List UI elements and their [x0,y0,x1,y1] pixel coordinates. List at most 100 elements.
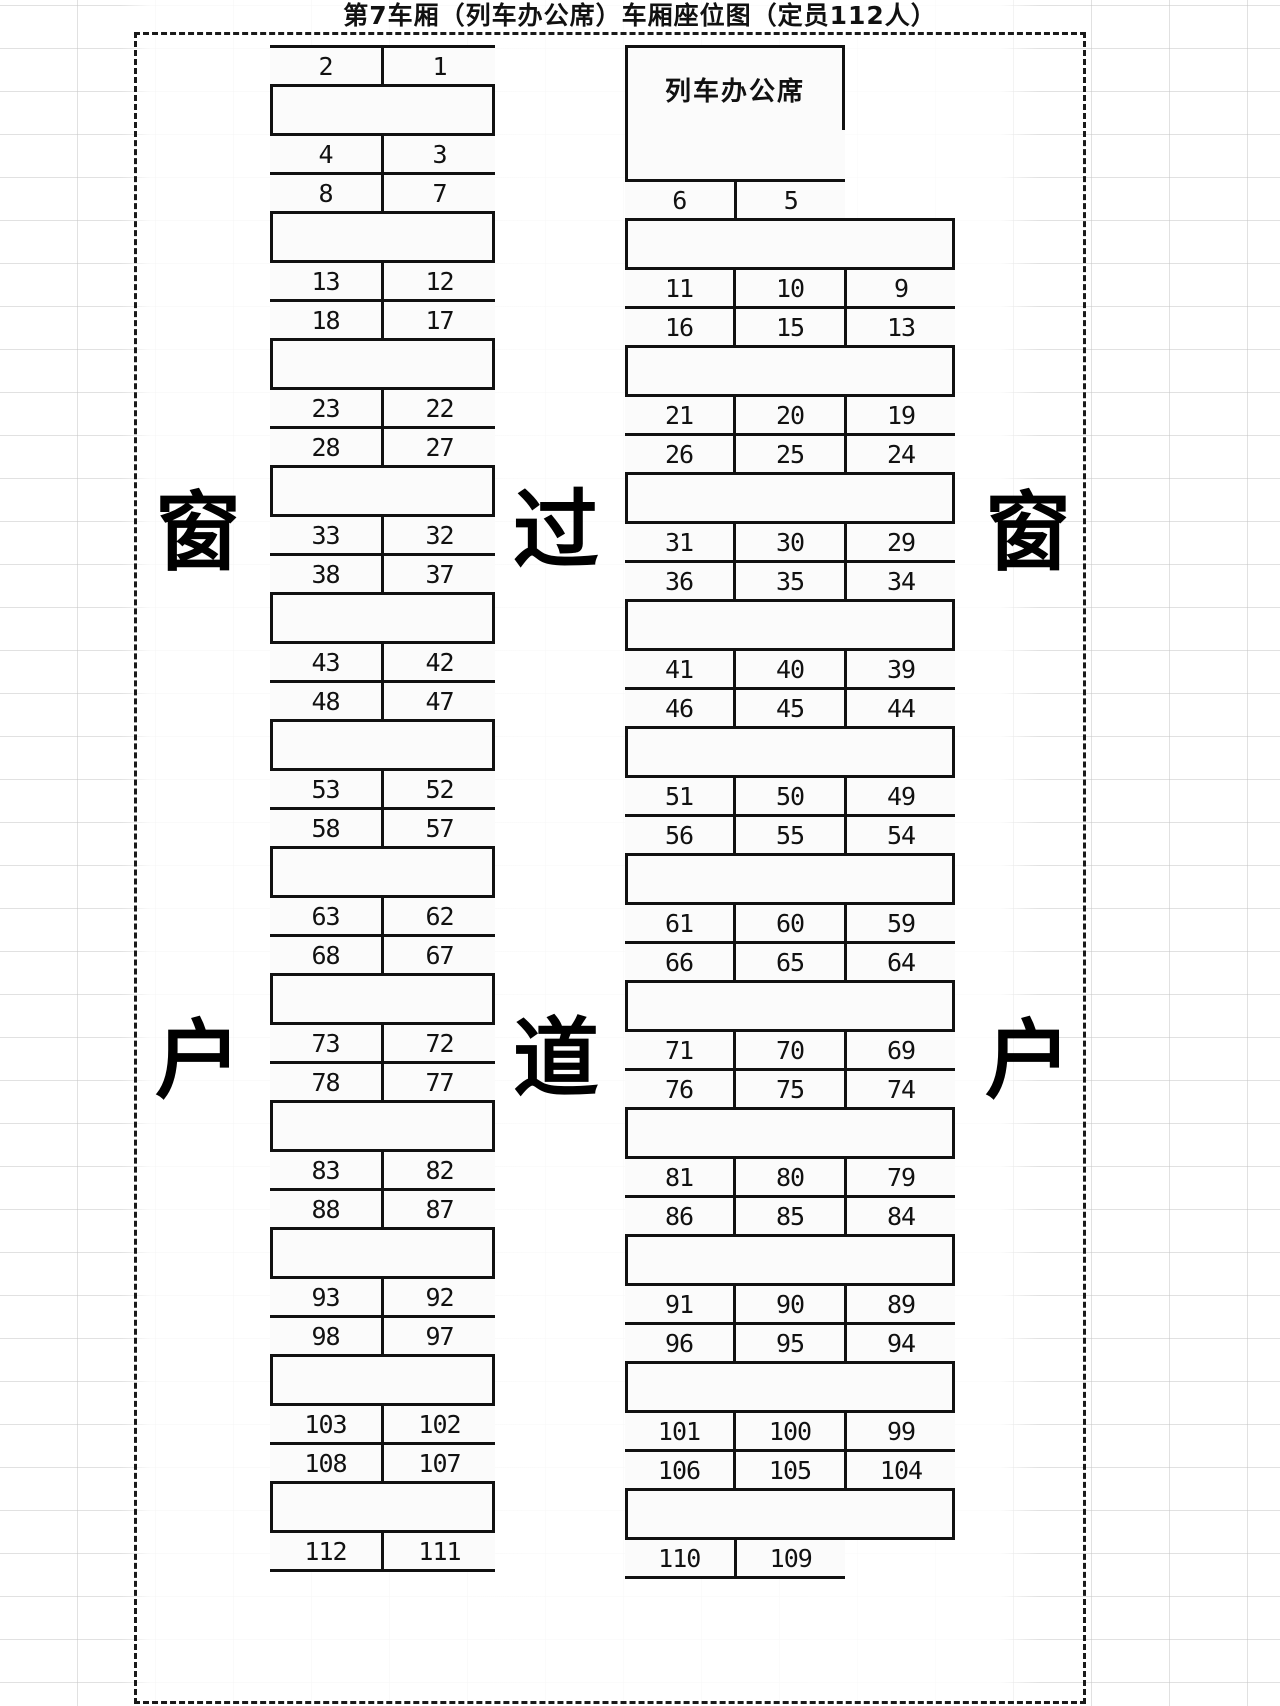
seat-cell[interactable]: 26 [625,436,736,472]
seat-cell[interactable]: 13 [270,263,384,299]
seat-cell[interactable]: 67 [384,937,495,973]
seat-cell[interactable]: 20 [736,397,847,433]
seat-cell[interactable]: 95 [736,1325,847,1361]
seat-cell[interactable]: 94 [847,1325,955,1361]
seat-cell[interactable]: 45 [736,690,847,726]
seat-cell[interactable]: 89 [847,1286,955,1322]
seat-cell[interactable]: 112 [270,1533,384,1569]
seat-cell[interactable]: 81 [625,1159,736,1195]
seat-cell[interactable]: 31 [625,524,736,560]
seat-cell[interactable]: 33 [270,517,384,553]
seat-cell[interactable]: 105 [736,1452,847,1488]
seat-cell[interactable]: 4 [270,136,384,172]
seat-cell[interactable]: 25 [736,436,847,472]
seat-cell[interactable]: 108 [270,1445,384,1481]
seat-cell[interactable]: 50 [736,778,847,814]
seat-cell[interactable]: 60 [736,905,847,941]
seat-cell[interactable]: 18 [270,302,384,338]
seat-cell[interactable]: 63 [270,898,384,934]
seat-cell[interactable]: 15 [736,309,847,345]
seat-cell[interactable]: 11 [625,270,736,306]
seat-cell[interactable]: 90 [736,1286,847,1322]
seat-cell[interactable]: 30 [736,524,847,560]
seat-cell[interactable]: 74 [847,1071,955,1107]
seat-cell[interactable]: 9 [847,270,955,306]
seat-cell[interactable]: 71 [625,1032,736,1068]
seat-cell[interactable]: 73 [270,1025,384,1061]
seat-cell[interactable]: 102 [384,1406,495,1442]
seat-cell[interactable]: 32 [384,517,495,553]
seat-cell[interactable]: 40 [736,651,847,687]
seat-cell[interactable]: 97 [384,1318,495,1354]
seat-cell[interactable]: 47 [384,683,495,719]
seat-cell[interactable]: 106 [625,1452,736,1488]
seat-cell[interactable]: 109 [736,1540,845,1576]
seat-cell[interactable]: 53 [270,771,384,807]
seat-cell[interactable]: 10 [736,270,847,306]
seat-cell[interactable]: 8 [270,175,384,211]
seat-cell[interactable]: 52 [384,771,495,807]
seat-cell[interactable]: 38 [270,556,384,592]
seat-cell[interactable]: 61 [625,905,736,941]
seat-cell[interactable]: 84 [847,1198,955,1234]
seat-cell[interactable]: 78 [270,1064,384,1100]
seat-cell[interactable]: 96 [625,1325,736,1361]
seat-cell[interactable]: 104 [847,1452,955,1488]
seat-cell[interactable]: 16 [625,309,736,345]
seat-cell[interactable]: 46 [625,690,736,726]
seat-cell[interactable]: 92 [384,1279,495,1315]
seat-cell[interactable]: 70 [736,1032,847,1068]
seat-cell[interactable]: 64 [847,944,955,980]
seat-cell[interactable]: 83 [270,1152,384,1188]
seat-cell[interactable]: 19 [847,397,955,433]
seat-cell[interactable]: 35 [736,563,847,599]
seat-cell[interactable]: 93 [270,1279,384,1315]
seat-cell[interactable]: 24 [847,436,955,472]
seat-cell[interactable]: 99 [847,1413,955,1449]
seat-cell[interactable]: 72 [384,1025,495,1061]
seat-cell[interactable]: 48 [270,683,384,719]
seat-cell[interactable]: 54 [847,817,955,853]
seat-cell[interactable]: 3 [384,136,495,172]
seat-cell[interactable]: 59 [847,905,955,941]
seat-cell[interactable]: 39 [847,651,955,687]
seat-cell[interactable]: 98 [270,1318,384,1354]
seat-cell[interactable]: 7 [384,175,495,211]
seat-cell[interactable]: 86 [625,1198,736,1234]
seat-cell[interactable]: 36 [625,563,736,599]
seat-cell[interactable]: 41 [625,651,736,687]
seat-cell[interactable]: 1 [384,48,495,84]
seat-cell[interactable]: 76 [625,1071,736,1107]
seat-cell[interactable]: 75 [736,1071,847,1107]
seat-cell[interactable]: 69 [847,1032,955,1068]
seat-cell[interactable]: 49 [847,778,955,814]
seat-cell[interactable]: 28 [270,429,384,465]
seat-cell[interactable]: 57 [384,810,495,846]
seat-cell[interactable]: 85 [736,1198,847,1234]
seat-cell[interactable]: 42 [384,644,495,680]
seat-cell[interactable]: 68 [270,937,384,973]
seat-cell[interactable]: 12 [384,263,495,299]
seat-cell[interactable]: 103 [270,1406,384,1442]
seat-cell[interactable]: 66 [625,944,736,980]
seat-cell[interactable]: 80 [736,1159,847,1195]
seat-cell[interactable]: 79 [847,1159,955,1195]
seat-cell[interactable]: 87 [384,1191,495,1227]
seat-cell[interactable]: 43 [270,644,384,680]
seat-cell[interactable]: 77 [384,1064,495,1100]
seat-cell[interactable]: 110 [625,1540,737,1576]
seat-cell[interactable]: 51 [625,778,736,814]
seat-cell[interactable]: 37 [384,556,495,592]
seat-cell[interactable]: 111 [384,1533,495,1569]
seat-cell[interactable]: 82 [384,1152,495,1188]
seat-cell[interactable]: 62 [384,898,495,934]
seat-cell[interactable]: 56 [625,817,736,853]
seat-cell[interactable]: 58 [270,810,384,846]
seat-cell[interactable]: 100 [736,1413,847,1449]
seat-cell[interactable]: 21 [625,397,736,433]
seat-cell[interactable]: 17 [384,302,495,338]
seat-cell[interactable]: 88 [270,1191,384,1227]
seat-cell[interactable]: 65 [736,944,847,980]
seat-cell[interactable]: 34 [847,563,955,599]
seat-cell[interactable]: 107 [384,1445,495,1481]
